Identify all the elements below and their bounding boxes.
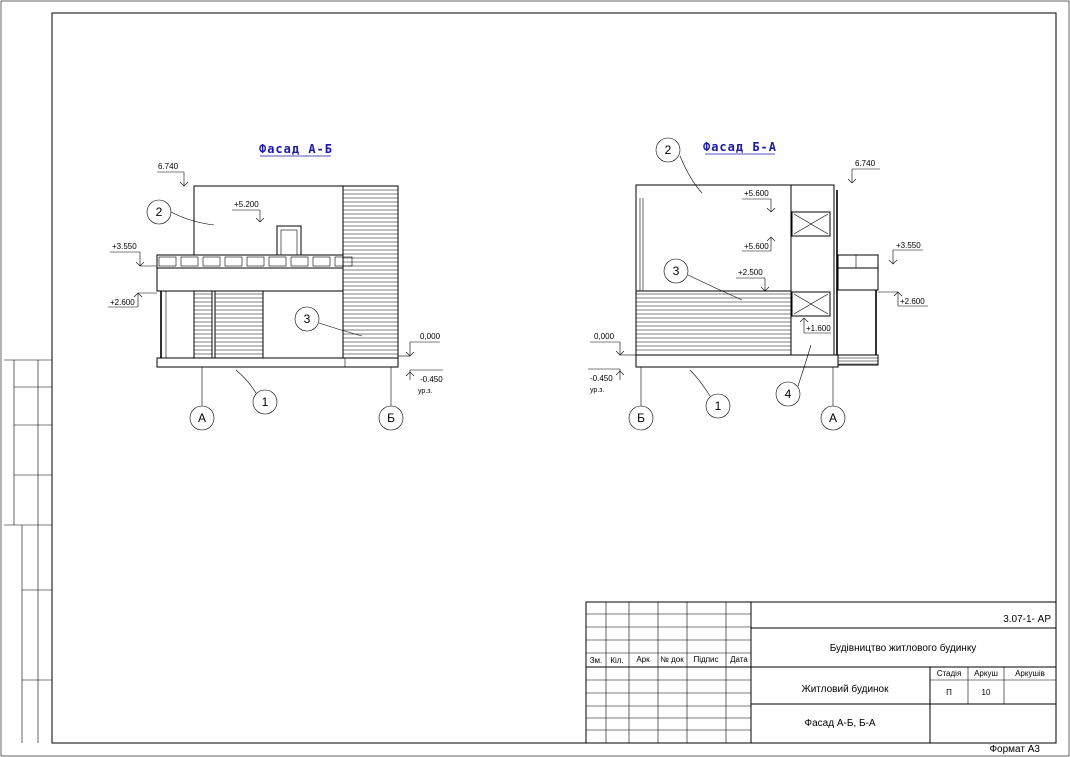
svg-text:3: 3 [304,312,311,326]
svg-text:1: 1 [715,399,722,413]
railing-panel [268,256,287,267]
header-doc: № док [660,655,684,664]
stage-label: Стадія [937,669,962,678]
railing-panel [224,256,243,267]
svg-text:+3.550: +3.550 [896,241,921,250]
facade-ba-callouts: 2 3 1 4 [655,137,812,419]
sheet-name: Фасад А-Б, Б-А [804,718,875,729]
header-sign: Підпис [694,655,719,664]
facade-ab-slab [156,267,344,292]
svg-text:2: 2 [156,205,163,219]
svg-text:6.740: 6.740 [855,159,876,168]
svg-text:0,000: 0,000 [420,332,441,341]
railing-panel [312,256,331,267]
sheet-label: Аркуш [974,669,998,678]
header-kil: Кіл. [610,656,623,665]
facade-ab-upper-wall [193,185,344,256]
railing-panel [158,256,177,267]
facade-ab-levels: 6.740 +5.200 +3.550 +2.600 0,000 -0.450 … [108,162,443,395]
svg-text:4: 4 [785,387,792,401]
railing-panel [202,256,221,267]
svg-text:-0.450: -0.450 [420,375,443,384]
svg-text:ур.з.: ур.з. [418,388,432,395]
svg-text:+5.600: +5.600 [744,242,769,251]
sheet-value: 10 [982,688,991,697]
header-zm: Зм. [590,656,603,665]
svg-text:+2.500: +2.500 [738,268,763,277]
svg-text:0,000: 0,000 [594,332,615,341]
svg-text:1: 1 [262,395,269,409]
facade-ab-callouts: 2 3 1 [146,199,363,415]
facade-ba: Фасад Б-А 6.740 +5.600 [588,137,928,431]
project-name: Будівництво житлового будинку [830,642,977,654]
facade-ab: Фасад А-Б 6.740 +5.200 [108,142,443,431]
header-ark: Арк [636,655,650,664]
railing-panel [180,256,199,267]
facade-ab-title: Фасад А-Б [259,142,333,156]
svg-text:+1.600: +1.600 [806,324,831,333]
svg-text:+2.600: +2.600 [110,298,135,307]
sheets-label: Аркушів [1015,669,1045,678]
svg-text:+5.200: +5.200 [234,200,259,209]
axis-a: А [829,411,837,425]
title-block: Зм. Кіл. Арк № док Підпис Дата 3.07-1- А… [585,601,1057,744]
facade-ba-plinth [635,354,839,368]
axis-b: Б [637,411,645,425]
format-label: Формат А3 [989,744,1040,755]
axis-b: Б [387,411,395,425]
svg-text:2: 2 [665,143,672,157]
svg-text:3: 3 [673,264,680,278]
sheet-frame [51,12,1057,744]
doc-code: 3.07-1- АР [1003,614,1051,625]
railing-panel [290,256,309,267]
svg-text:ур.з.: ур.з. [590,387,604,394]
stage-value: П [946,688,952,697]
left-stamp [4,359,52,743]
svg-text:+2.600: +2.600 [900,297,925,306]
railing-panel [334,256,353,267]
header-date: Дата [730,655,748,664]
svg-text:6.740: 6.740 [158,162,179,171]
facade-ba-title: Фасад Б-А [703,140,777,154]
svg-text:+5.600: +5.600 [744,189,769,198]
svg-text:+3.550: +3.550 [112,242,137,251]
facade-ba-axes: Б А [628,367,846,431]
object-name: Житловий будинок [801,683,889,695]
axis-a: А [198,411,206,425]
facade-ab-axes: А Б [189,367,404,431]
facade-ab-plinth [156,357,399,368]
railing-panel [246,256,265,267]
facade-ab-right-tower [342,185,399,362]
facade-ba-levels: 6.740 +5.600 +5.600 +2.500 +1.600 +3.550… [588,159,928,394]
svg-text:-0.450: -0.450 [590,374,613,383]
